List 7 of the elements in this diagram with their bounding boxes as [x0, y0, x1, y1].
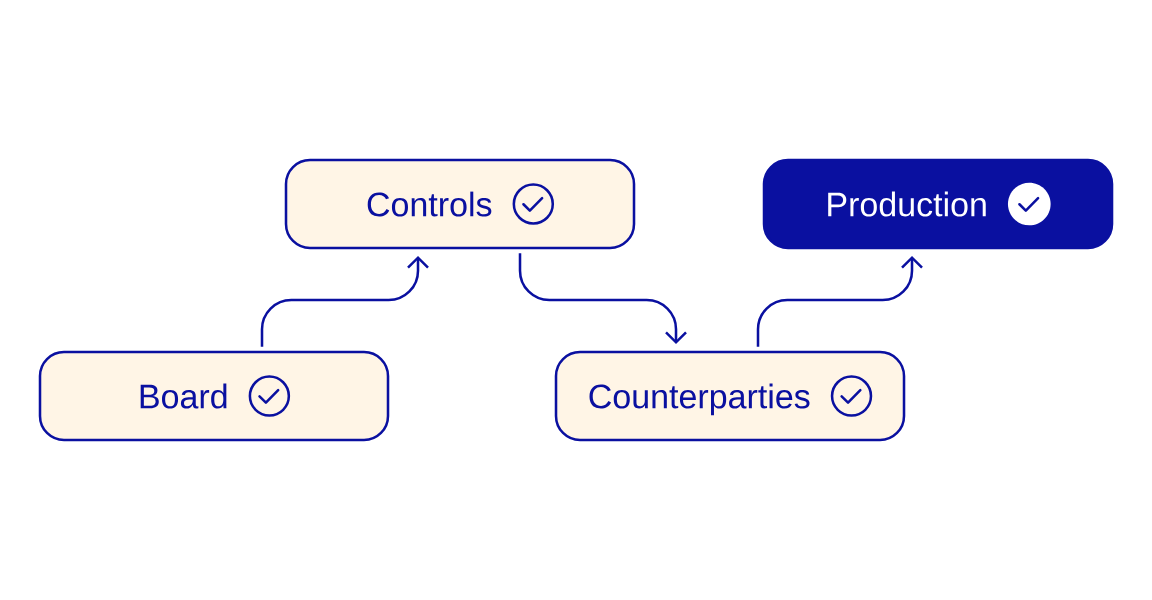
arrow — [260, 255, 429, 347]
rounded-box: Controls — [284, 158, 636, 250]
arrow — [756, 255, 923, 347]
rounded-box: Production — [762, 158, 1114, 250]
rounded-box: Board — [38, 350, 390, 442]
arrow — [518, 253, 687, 345]
rounded-box: Counterparties — [554, 350, 906, 442]
